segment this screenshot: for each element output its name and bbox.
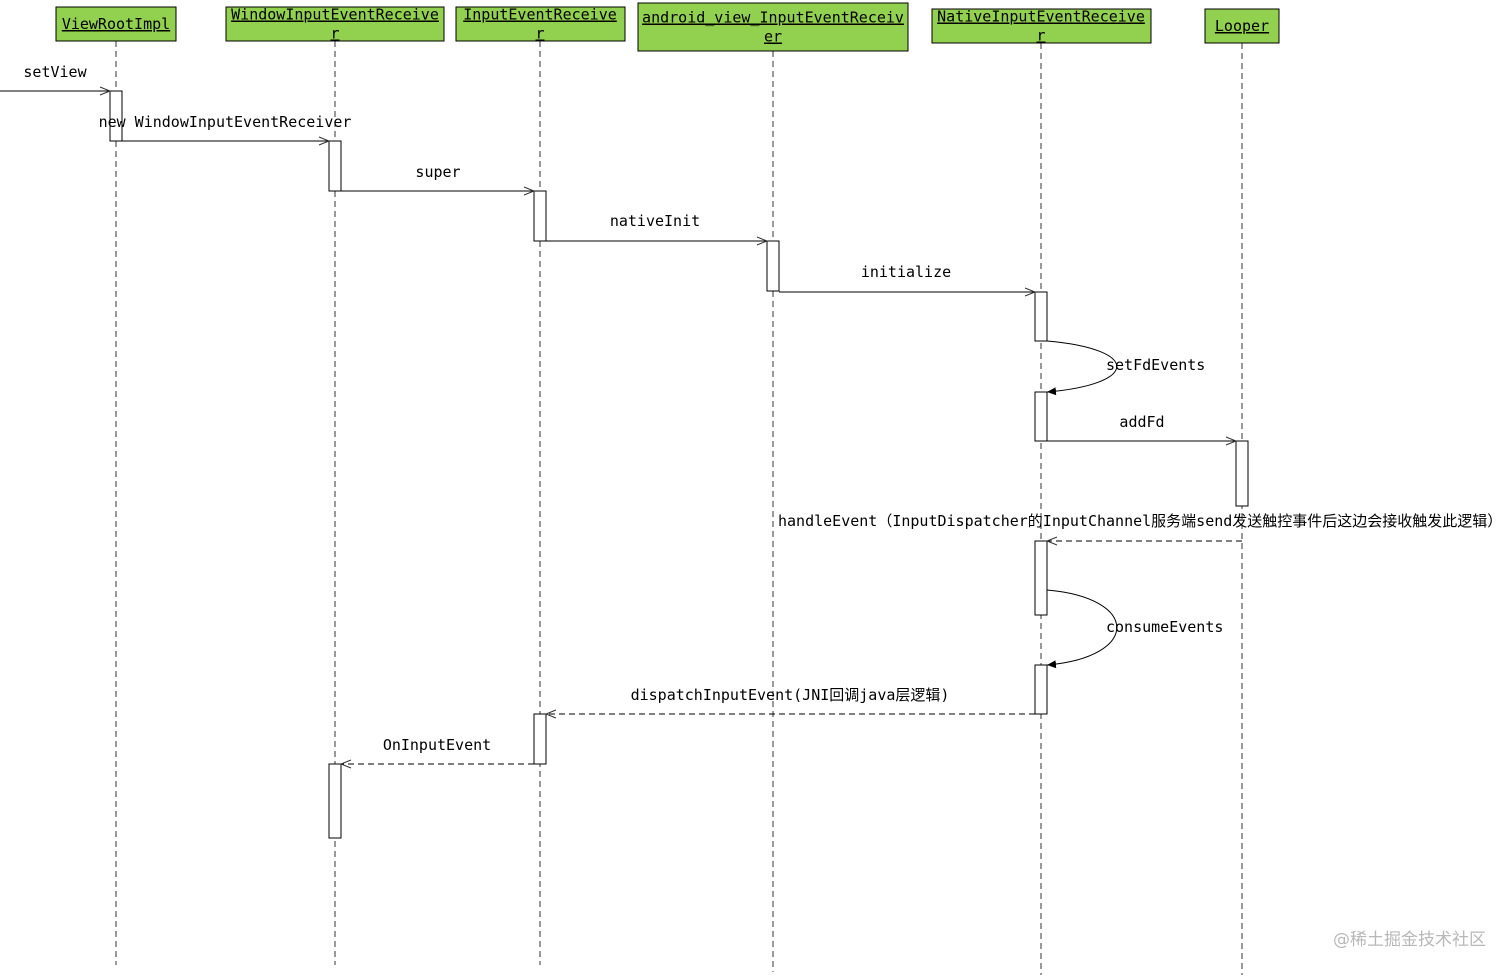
- activation-bar-nier-8: [1034, 664, 1048, 715]
- activation-bar-avier-3: [766, 240, 780, 292]
- participant-looper: Looper: [1204, 8, 1280, 44]
- participant-label-vri: ViewRootImpl: [62, 15, 170, 33]
- message-arrows: [0, 91, 1242, 764]
- message-label-consumeEvents: consumeEvents: [1106, 618, 1223, 636]
- message-label-OnInputEvent: OnInputEvent: [383, 736, 491, 754]
- activation-bar-looper-6: [1235, 440, 1249, 507]
- participant-box-vri: [55, 6, 177, 42]
- message-arrow-setFdEvents: [1046, 340, 1117, 396]
- participant-box-nier: [931, 8, 1152, 44]
- message-label-initialize: initialize: [861, 263, 951, 281]
- message-label-handleEvent: handleEvent（InputDispatcher的InputChannel…: [778, 512, 1502, 530]
- message-labels: setView new WindowInputEventReceiver super…: [23, 63, 1502, 754]
- message-label-dispatchInputEvent: dispatchInputEvent(JNI回调java层逻辑): [631, 686, 950, 704]
- activation-bar-nier-5: [1034, 391, 1048, 442]
- participant-vri: ViewRootImpl: [55, 6, 177, 42]
- activation-bar-nier-7: [1034, 540, 1048, 616]
- watermark: @稀土掘金技术社区: [1333, 930, 1486, 950]
- participant-label-looper: Looper: [1215, 17, 1269, 35]
- message-label-addFd: addFd: [1119, 413, 1164, 431]
- message-label-setView: setView: [23, 63, 87, 81]
- lifelines: [115, 41, 1243, 975]
- message-label-nativeInit: nativeInit: [610, 212, 700, 230]
- activation-bar-wier-1: [328, 140, 342, 192]
- activation-bar-nier-4: [1034, 291, 1048, 342]
- message-label-new_wier: new WindowInputEventReceiver: [99, 113, 352, 131]
- participant-box-avier: [637, 2, 909, 52]
- participant-box-ier: [455, 6, 626, 42]
- message-label-setFdEvents: setFdEvents: [1106, 356, 1205, 374]
- message-arrow-consumeEvents: [1046, 589, 1118, 669]
- activation-bars: [109, 90, 1249, 839]
- activation-bar-ier-9: [533, 713, 547, 765]
- activation-bar-wier-10: [328, 763, 342, 839]
- participant-box-wier: [225, 6, 445, 42]
- message-label-super: super: [415, 163, 460, 181]
- activation-bar-ier-2: [533, 190, 547, 242]
- participant-box-looper: [1204, 8, 1280, 44]
